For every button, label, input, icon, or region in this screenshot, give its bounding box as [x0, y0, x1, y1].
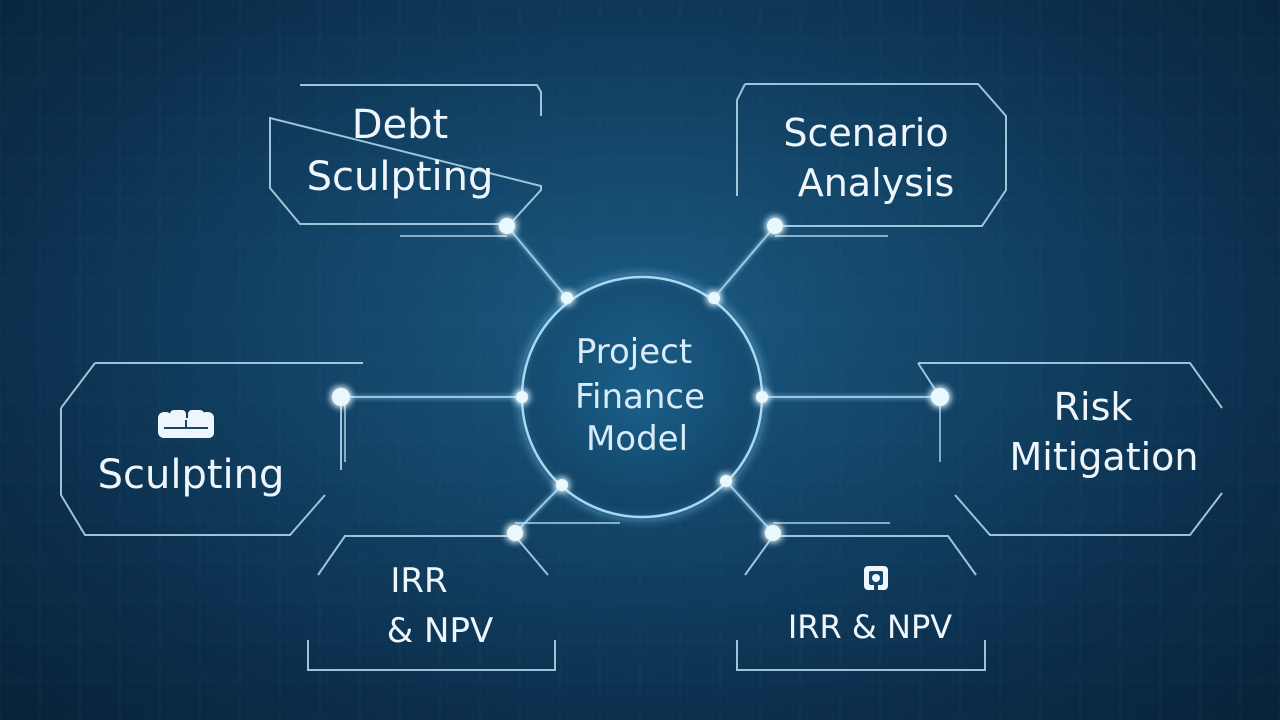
node-label-line-1: Sculpting: [98, 452, 285, 498]
node-sculpting: Sculpting: [98, 410, 285, 498]
junction-dot: [516, 391, 528, 403]
node-risk-mitigation: Risk Mitigation: [1010, 385, 1199, 479]
node-irr-npv-right: IRR & NPV: [788, 566, 952, 646]
connectors: [341, 225, 940, 534]
connector-irr-npv-left: [514, 484, 563, 534]
junction-dot: [561, 292, 573, 304]
junction-dot: [756, 391, 768, 403]
junction-dot: [708, 292, 720, 304]
node-scenario-analysis: Scenario Analysis: [783, 111, 954, 205]
junction-dot: [556, 479, 568, 491]
junction-dot: [767, 218, 783, 234]
hub-label-line-1: Project: [576, 332, 692, 372]
junction-dot: [720, 475, 732, 487]
node-label-line-1: IRR: [390, 561, 447, 601]
junction-dot: [499, 218, 515, 234]
junction-dot: [507, 525, 523, 541]
hub-label-line-2: Finance: [575, 377, 705, 417]
frame-irr-npv-right: [736, 535, 986, 671]
junction-dots: [332, 218, 949, 541]
frame-irr-npv-left: [307, 535, 556, 671]
hub-label-line-3: Model: [586, 419, 688, 459]
scan-icon: [864, 566, 888, 590]
frame-sculpting: [60, 362, 363, 536]
node-debt-sculpting: Debt Sculpting: [307, 102, 494, 200]
junction-dot: [332, 388, 350, 406]
node-label-line-2: & NPV: [387, 611, 494, 651]
frame-debt-sculpting: [269, 84, 542, 225]
frame-scenario-analysis: [736, 83, 1007, 227]
junction-dot: [765, 525, 781, 541]
node-label-line-2: Sculpting: [307, 154, 494, 200]
sofa-icon: [158, 410, 214, 438]
node-label-line-1: IRR & NPV: [788, 608, 952, 646]
node-label-line-1: Scenario: [783, 111, 948, 155]
node-label-line-2: Mitigation: [1010, 435, 1199, 479]
connector-scenario-analysis: [713, 225, 776, 299]
node-label-line-2: Analysis: [798, 161, 955, 205]
node-label-line-1: Risk: [1054, 385, 1133, 429]
junction-dot: [931, 388, 949, 406]
connector-irr-npv-right: [725, 480, 774, 534]
node-irr-npv-left: IRR & NPV: [387, 561, 494, 651]
node-label-line-1: Debt: [352, 102, 448, 148]
connector-debt-sculpting: [506, 225, 568, 299]
accent-lines: [344, 235, 941, 524]
